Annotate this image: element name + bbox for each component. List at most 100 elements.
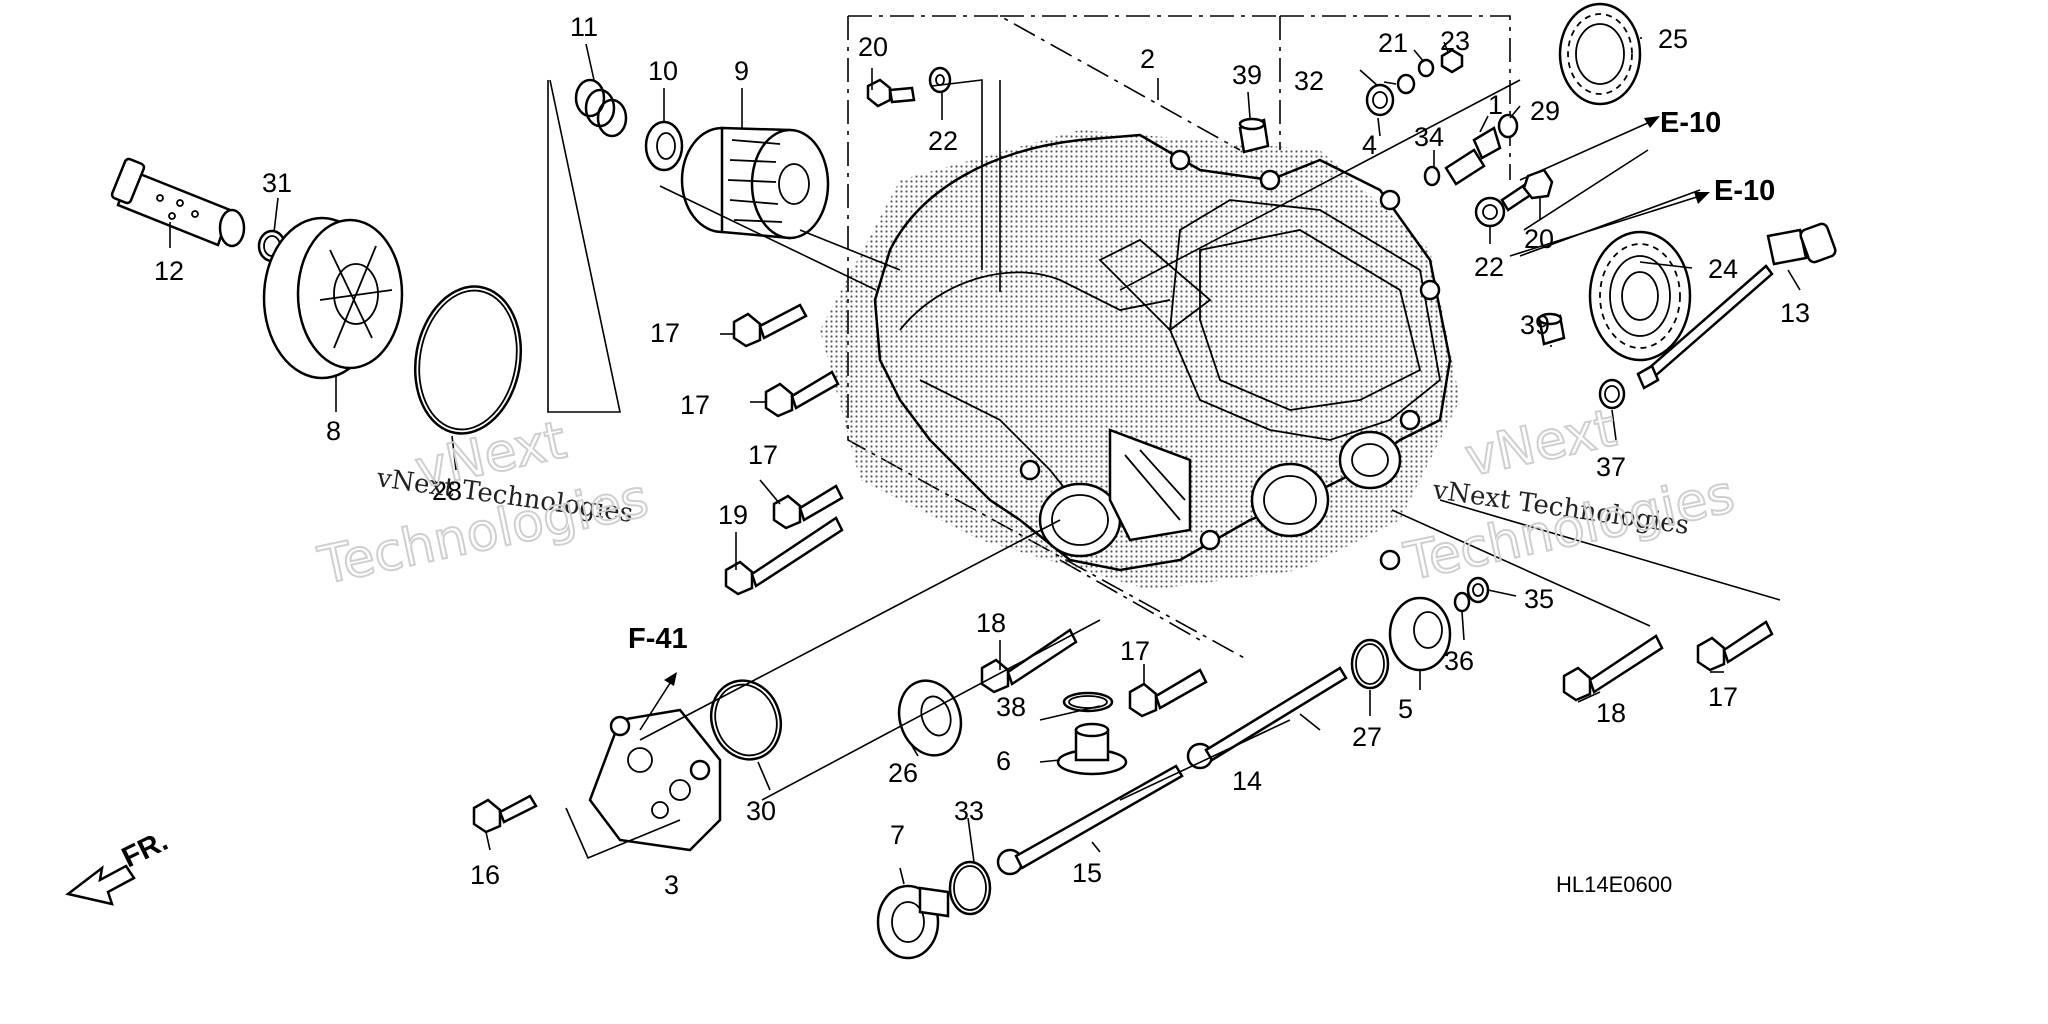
- callout-39-a: 39: [1232, 60, 1262, 90]
- drain-plug-6: [1056, 722, 1128, 776]
- callout-17-d: 17: [1120, 636, 1150, 666]
- reference-f41: F-41: [628, 623, 688, 655]
- bearing-25: [1558, 2, 1642, 106]
- callout-17-e: 17: [1708, 682, 1738, 712]
- callout-19: 19: [718, 500, 748, 530]
- front-direction-arrow: FR.: [65, 825, 173, 906]
- bolt-17-a: [732, 303, 808, 348]
- washer-22-b: [1474, 196, 1506, 228]
- gear-5: [1388, 596, 1452, 672]
- bolt-20-b: [1500, 168, 1554, 212]
- callout-6: 6: [996, 746, 1011, 776]
- springs-11: [574, 78, 628, 138]
- o-ring-30: [709, 679, 783, 761]
- callout-17-c: 17: [748, 440, 778, 470]
- callout-25: 25: [1658, 24, 1688, 54]
- breather-1: [1444, 126, 1502, 186]
- callout-8: 8: [326, 416, 341, 446]
- callout-13: 13: [1780, 298, 1810, 328]
- callout-27: 27: [1352, 722, 1382, 752]
- sensor-13: [1636, 222, 1837, 390]
- callout-3: 3: [664, 870, 679, 900]
- dowel-39-b: [1537, 312, 1566, 346]
- callout-20-a: 20: [858, 32, 888, 62]
- cap-4: [1365, 83, 1395, 117]
- callout-33: 33: [954, 796, 984, 826]
- washer-21: [1417, 58, 1435, 78]
- washer-35: [1466, 576, 1490, 604]
- callout-30: 30: [746, 796, 776, 826]
- rear-case-cover: [820, 130, 1460, 590]
- callout-10: 10: [648, 56, 678, 86]
- oil-filter-9: [680, 126, 830, 240]
- callout-39-b: 39: [1520, 310, 1550, 340]
- callout-23: 23: [1440, 26, 1470, 56]
- callout-32: 32: [1294, 66, 1324, 96]
- bolt-17-c: [772, 484, 844, 530]
- callout-9: 9: [734, 56, 749, 86]
- callout-37: 37: [1596, 452, 1626, 482]
- bearing-24: [1588, 230, 1692, 362]
- callout-20-b: 20: [1524, 224, 1554, 254]
- shaft-14: [1186, 666, 1348, 770]
- reference-arrows: [639, 116, 1710, 731]
- o-ring-28: [413, 285, 523, 435]
- callout-21: 21: [1378, 28, 1408, 58]
- callout-34: 34: [1414, 122, 1444, 152]
- callout-26: 26: [888, 758, 918, 788]
- shaft-15: [996, 764, 1184, 876]
- oil-filter-cover-8: [262, 216, 404, 380]
- callout-18-a: 18: [976, 608, 1006, 638]
- washer-34: [1423, 165, 1441, 187]
- callout-35: 35: [1524, 584, 1554, 614]
- callout-38: 38: [996, 692, 1026, 722]
- bolt-20-a: [866, 78, 916, 108]
- callout-11: 11: [570, 12, 598, 42]
- callout-31: 31: [262, 168, 292, 198]
- washer-22-a: [928, 66, 952, 94]
- callout-15: 15: [1072, 858, 1102, 888]
- bolt-17-e: [1696, 620, 1774, 672]
- callout-4: 4: [1362, 130, 1377, 160]
- callout-labels: 1 2 3 4 5 6 7 8 9 10 11 12 13 14 15 16 1…: [154, 12, 1810, 900]
- callout-22-a: 22: [928, 126, 958, 156]
- washer-36: [1453, 591, 1471, 613]
- washer-32: [1396, 73, 1416, 95]
- bolt-18-a: [980, 628, 1078, 694]
- callout-12: 12: [154, 256, 184, 286]
- bolt-16: [472, 794, 538, 834]
- callout-17-b: 17: [680, 390, 710, 420]
- bolt-17-b: [764, 370, 840, 418]
- diagram-code: HL14E0600: [1556, 872, 1672, 897]
- callout-28: 28: [432, 476, 462, 506]
- bolt-19: [724, 516, 844, 596]
- dowel-39-a: [1238, 117, 1270, 154]
- nut-23: [1440, 48, 1464, 74]
- reference-e10-lower: E-10: [1714, 175, 1775, 207]
- callout-29: 29: [1530, 96, 1560, 126]
- callout-36: 36: [1444, 646, 1474, 676]
- bolt-17-d: [1128, 668, 1208, 718]
- callout-18-b: 18: [1596, 698, 1626, 728]
- o-ring-33: [948, 860, 992, 916]
- callout-24: 24: [1708, 254, 1738, 284]
- washer-29: [1497, 113, 1519, 139]
- washer-10: [644, 120, 684, 172]
- callout-16: 16: [470, 860, 500, 890]
- o-ring-27: [1350, 638, 1390, 690]
- bolt-18-b: [1562, 634, 1664, 702]
- oil-seal-26: [897, 679, 963, 757]
- callout-1: 1: [1488, 90, 1503, 120]
- leader-lines: [169, 37, 1801, 885]
- callout-2: 2: [1140, 44, 1155, 74]
- callout-5: 5: [1398, 694, 1413, 724]
- o-ring-37: [1598, 378, 1626, 410]
- callout-17-a: 17: [650, 318, 680, 348]
- front-cover-3: [588, 708, 722, 852]
- oil-strainer-12: [110, 157, 246, 248]
- callout-22-b: 22: [1474, 252, 1504, 282]
- reference-e10-upper: E-10: [1660, 107, 1721, 139]
- callout-14: 14: [1232, 766, 1262, 796]
- plug-7: [876, 884, 950, 960]
